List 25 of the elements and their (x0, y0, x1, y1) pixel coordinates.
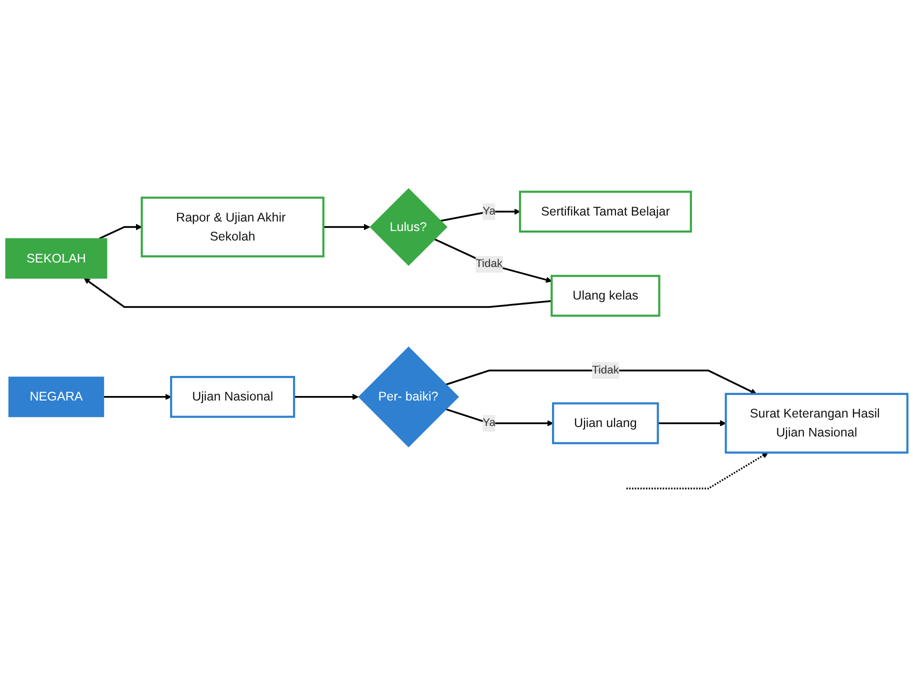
arrow (440, 208, 520, 222)
arrow (658, 420, 726, 427)
node-box: Surat Keterangan Hasil Ujian Nasional (724, 393, 908, 454)
arrow (99, 224, 142, 240)
arrow (104, 394, 172, 400)
arrow (626, 452, 768, 490)
arrow (84, 278, 552, 308)
edge-label: Ya (482, 417, 496, 430)
edge-label: Tidak (476, 258, 503, 270)
edge-label: Tidak (592, 364, 619, 376)
node-diamond: Lulus? (370, 188, 448, 266)
node-box: NEGARA (8, 376, 104, 418)
node-box: Ujian Nasional (170, 376, 296, 418)
arrow (323, 224, 370, 230)
arrow (446, 370, 757, 394)
arrow (446, 408, 554, 427)
node-box: Ujian ulang (552, 402, 659, 444)
node-box: Rapor & Ujian Akhir Sekolah (140, 196, 324, 258)
node-box: Sertifikat Tamat Belajar (518, 190, 692, 233)
node-diamond: Per- baiki? (358, 346, 460, 448)
edge-label: Ya (482, 206, 496, 218)
arrow (434, 238, 552, 283)
arrow (294, 394, 359, 400)
node-box: SEKOLAH (5, 238, 108, 279)
node-box: Ulang kelas (550, 275, 660, 317)
